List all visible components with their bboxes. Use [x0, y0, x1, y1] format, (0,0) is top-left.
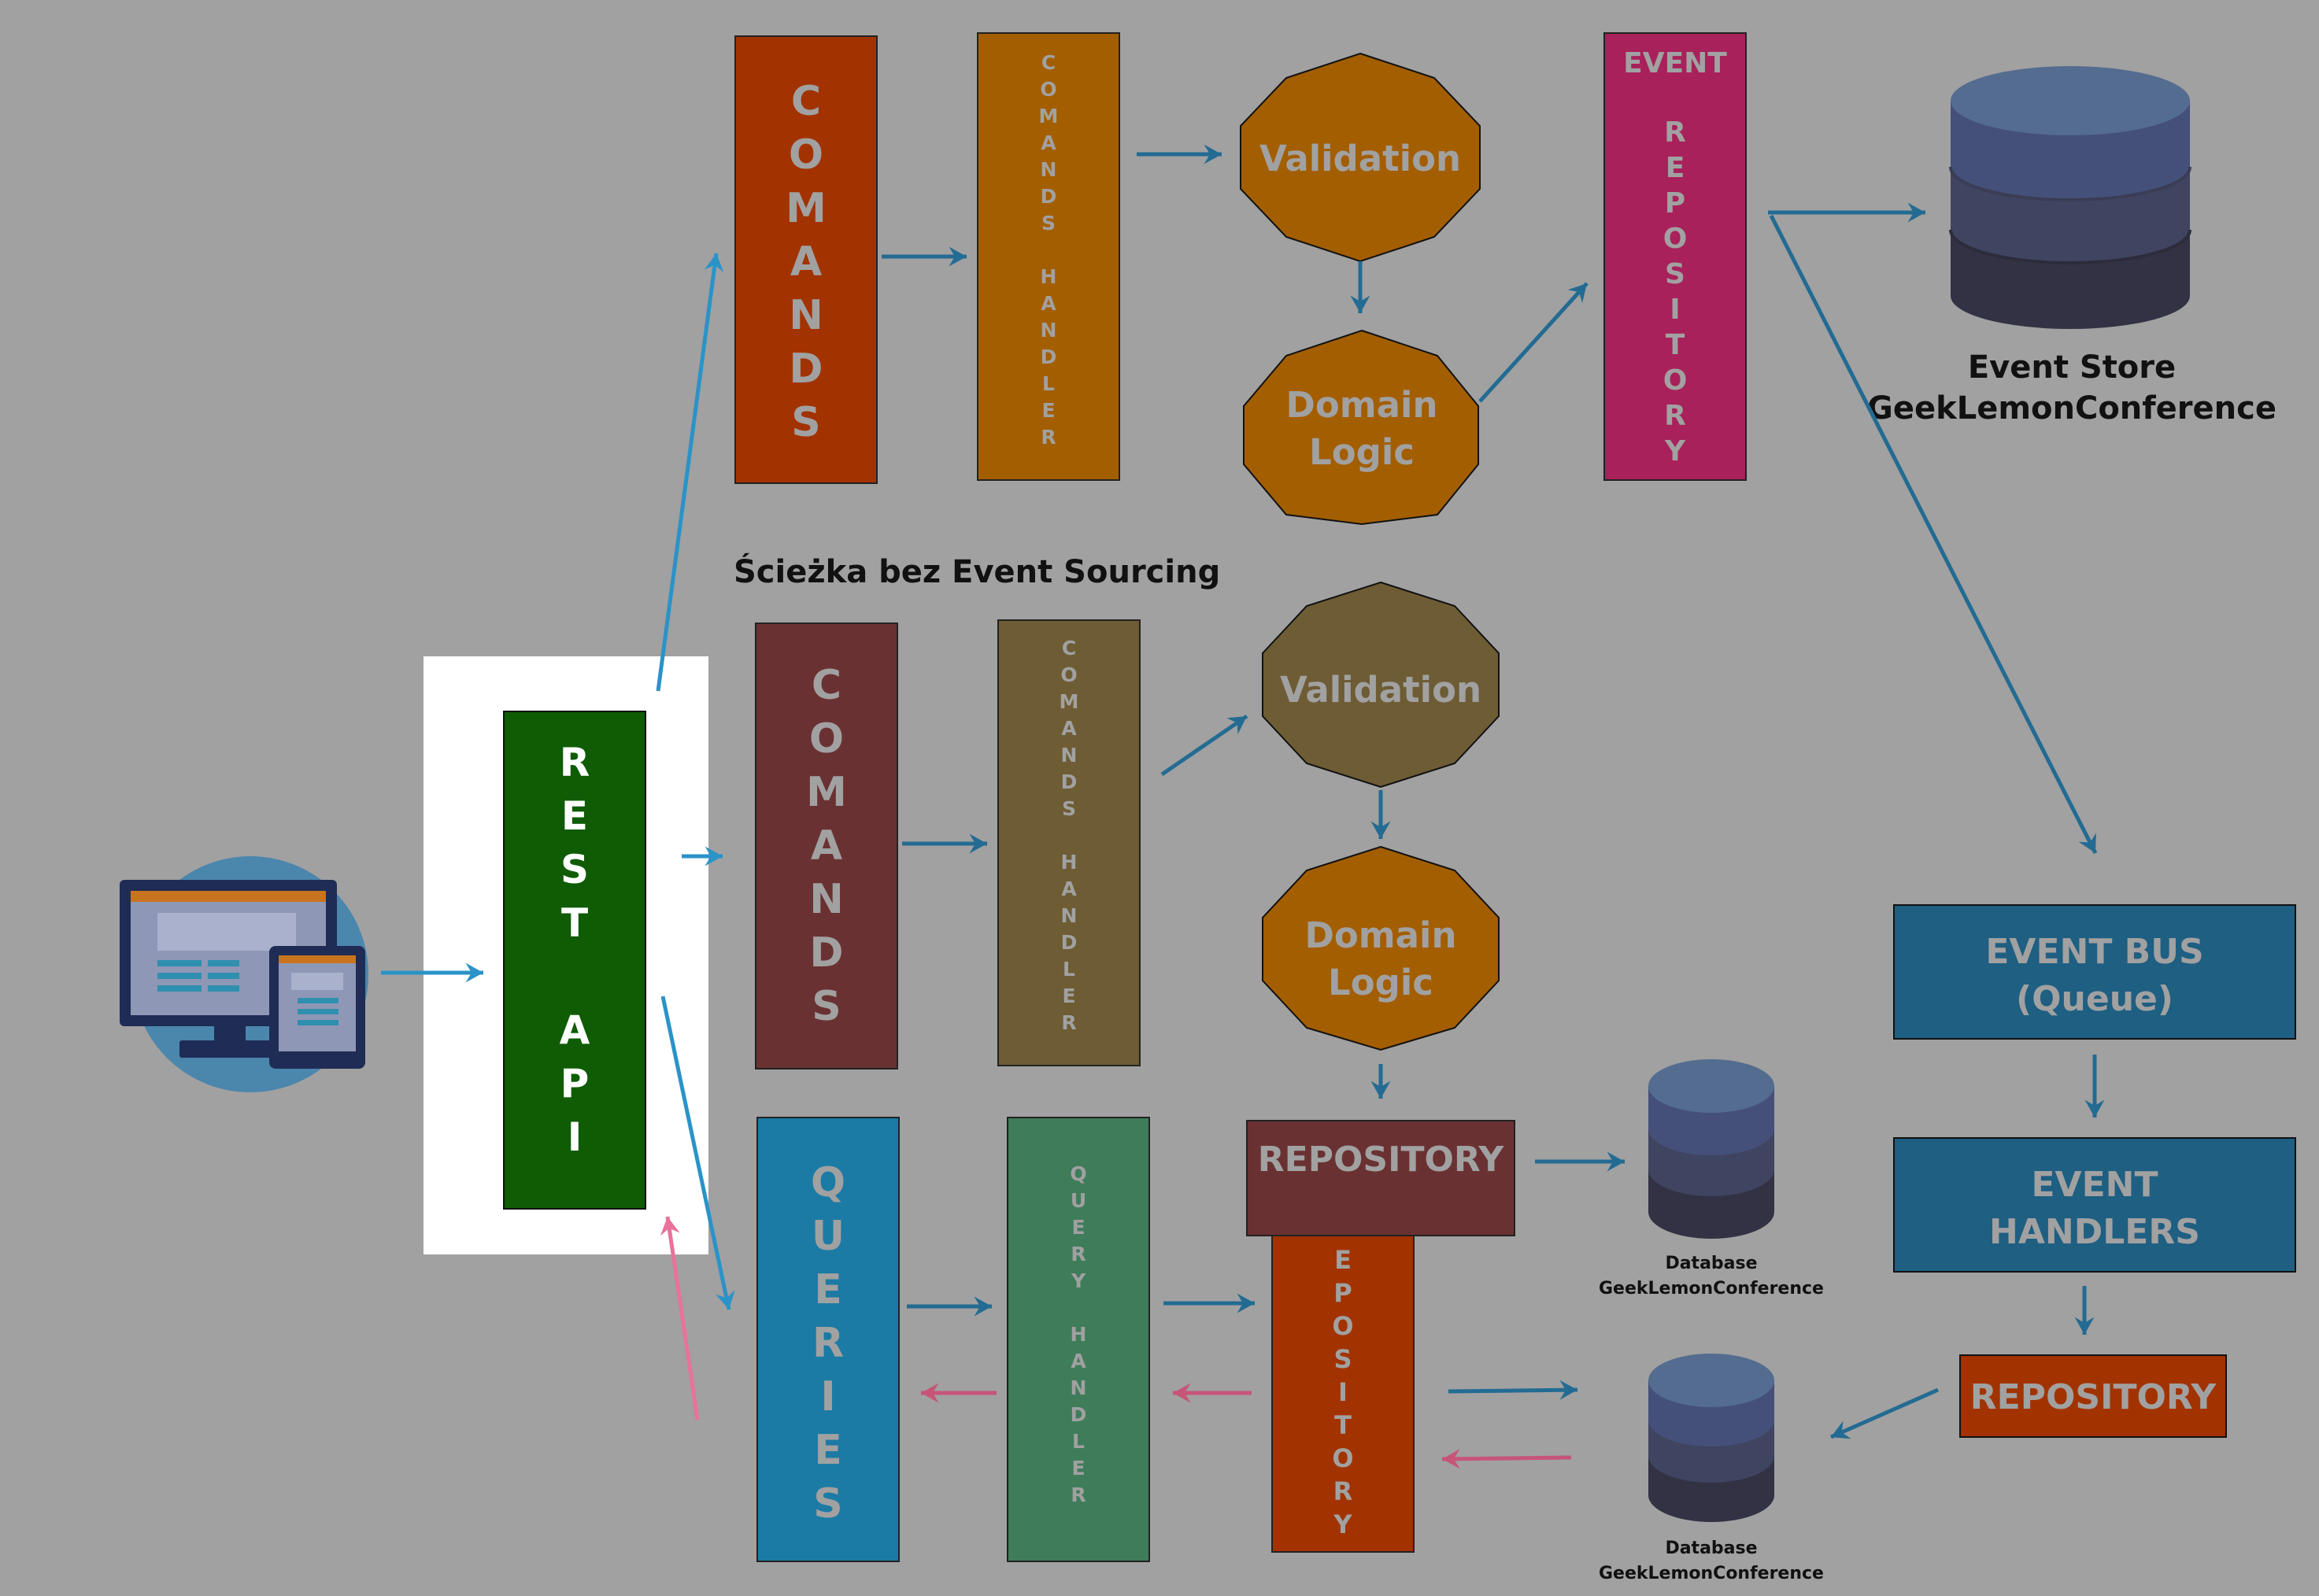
es-commands-box[interactable]	[734, 35, 878, 484]
query-database-label-line1: Database	[1665, 1539, 1757, 1558]
query-handler-box[interactable]	[1007, 1117, 1150, 1562]
plain-database-label-line2: GeekLemonConference	[1599, 1279, 1824, 1299]
es-validation-label: Validation	[1259, 138, 1461, 179]
path-label: Ścieżka bez Event Sourcing	[734, 552, 1220, 590]
plain-repository-box[interactable]	[1246, 1120, 1515, 1236]
event-repository-top-label: EVENT	[1623, 47, 1727, 79]
plain-repository-label: REPOSITORY	[1258, 1140, 1505, 1180]
es-domain-logic-label-line1: Domain	[1286, 384, 1438, 426]
arrow-queries-result-to-rest	[660, 1216, 700, 1421]
event-bus-repository-label: REPOSITORY	[1970, 1377, 2217, 1417]
arrows	[381, 144, 2105, 1469]
arrow-plain-handler-to-validation	[1160, 714, 1248, 777]
event-handlers-box[interactable]	[1893, 1137, 2296, 1273]
arrow-repository-to-database	[1829, 1387, 1940, 1439]
plain-domain-logic-label-line1: Domain	[1305, 914, 1457, 956]
event-bus-repository-box[interactable]	[1959, 1354, 2227, 1438]
event-bus-label-line2: (Queue)	[2016, 979, 2173, 1019]
event-bus-label-line1: EVENT BUS	[1985, 932, 2203, 972]
event-handlers-label-line1: EVENT	[2031, 1165, 2158, 1205]
event-bus-box[interactable]	[1893, 904, 2296, 1040]
plain-commands-handler-box[interactable]	[997, 619, 1141, 1066]
query-repository-box[interactable]	[1271, 1235, 1415, 1553]
es-domain-logic-label-line2: Logic	[1309, 431, 1415, 473]
arrow-es-domain-to-event-repo	[1478, 282, 1589, 403]
arrow-database-to-query-repo	[1441, 1449, 1572, 1469]
plain-domain-logic-label-line2: Logic	[1328, 962, 1433, 1003]
event-store-database-icon	[1949, 66, 2191, 329]
plain-domain-logic-node[interactable]	[1262, 845, 1500, 1051]
es-domain-logic-node[interactable]	[1243, 329, 1479, 526]
plain-validation-node[interactable]	[1262, 581, 1500, 789]
plain-database-label-line1: Database	[1665, 1254, 1757, 1273]
arrow-event-repo-to-bus	[1769, 214, 2098, 855]
arrow-rest-to-queries	[660, 996, 735, 1310]
arrow-query-repo-to-database	[1448, 1380, 1578, 1400]
query-database-icon	[1648, 1354, 1774, 1522]
plain-commands-box[interactable]	[755, 623, 898, 1070]
query-database-label-line2: GeekLemonConference	[1599, 1564, 1824, 1583]
plain-database-icon	[1648, 1059, 1774, 1239]
event-handlers-label-line2: HANDLERS	[1989, 1212, 2200, 1252]
es-commands-handler-box[interactable]	[977, 32, 1120, 481]
event-store-label-line1: Event Store	[1968, 349, 2176, 386]
desktop-and-tablet-icon	[120, 856, 368, 1092]
rest-api-box[interactable]	[503, 711, 646, 1210]
queries-box[interactable]	[756, 1117, 900, 1562]
plain-validation-label: Validation	[1280, 669, 1481, 711]
event-repository-box[interactable]	[1603, 32, 1747, 481]
arrow-rest-to-es-commands	[656, 253, 724, 692]
event-store-label-line2: GeekLemonConference	[1867, 390, 2276, 427]
